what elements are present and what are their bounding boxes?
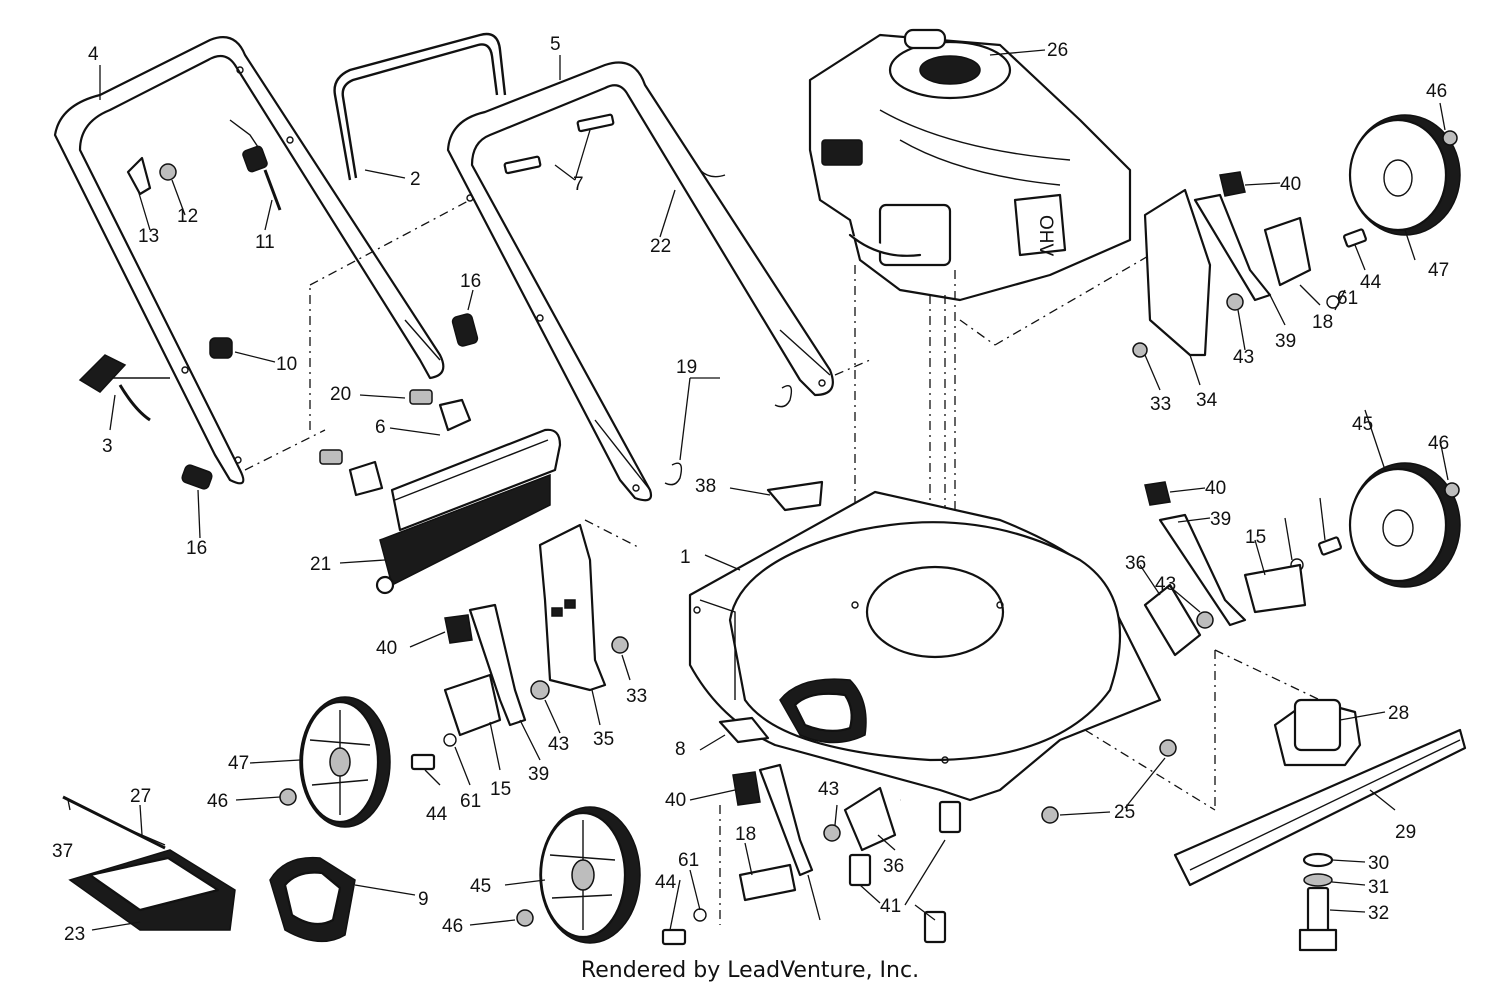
part-label: 13: [138, 226, 159, 247]
part-label: 30: [1368, 853, 1389, 874]
part-label: 5: [550, 34, 561, 55]
part-label: 41: [880, 896, 901, 917]
part-label: 61: [678, 850, 699, 871]
part-label: 9: [418, 889, 429, 910]
part-label: 16: [460, 271, 481, 292]
part-label: 47: [228, 753, 249, 774]
handle-knobs: [78, 313, 479, 490]
part-label: 35: [593, 729, 614, 750]
part-label: 28: [1388, 703, 1409, 724]
wheels: [299, 114, 1461, 944]
control-bail: [333, 32, 507, 181]
part-label: 23: [64, 924, 85, 945]
part-label: 39: [1275, 331, 1296, 352]
part-label: 25: [1114, 802, 1135, 823]
part-label: 45: [1352, 414, 1373, 435]
part-label: 43: [1233, 347, 1254, 368]
part-label: 61: [460, 791, 481, 812]
part-label: 2: [410, 169, 421, 190]
part-label: 26: [1047, 40, 1068, 61]
part-label: 33: [1150, 394, 1171, 415]
blade-assembly: [1173, 698, 1467, 952]
part-label: 6: [375, 417, 386, 438]
upper-handle: [53, 36, 445, 485]
part-label: 40: [1280, 174, 1301, 195]
lower-handle: [446, 61, 834, 502]
part-label: 1: [680, 547, 691, 568]
part-label: 22: [650, 236, 671, 257]
nuts-washers: [279, 130, 1460, 946]
leader-lines: [67, 49, 1449, 931]
part-label: 44: [1360, 272, 1382, 293]
part-label: 16: [186, 538, 207, 559]
part-label: 4: [88, 44, 99, 65]
part-label: 46: [442, 916, 463, 937]
part-label: 8: [675, 739, 686, 760]
part-label: 19: [676, 357, 697, 378]
part-label: 12: [177, 206, 198, 227]
part-label: 40: [1205, 478, 1226, 499]
mower-deck: [688, 490, 1162, 802]
part-label: 21: [310, 554, 331, 575]
part-label: 43: [1155, 574, 1176, 595]
part-label: 3: [102, 436, 113, 457]
rear-door: [319, 389, 562, 595]
part-label: 7: [573, 174, 584, 195]
part-label: 32: [1368, 903, 1389, 924]
part-label: 46: [207, 791, 228, 812]
part-label: 20: [330, 384, 351, 405]
left-axle-bracket: [443, 523, 629, 737]
part-label: 43: [818, 779, 839, 800]
part-label: 34: [1196, 390, 1218, 411]
deck-tabs: [718, 480, 824, 744]
part-label: 18: [1312, 312, 1333, 333]
part-label: 46: [1428, 433, 1449, 454]
part-label: 37: [52, 841, 73, 862]
part-label: 27: [130, 786, 151, 807]
mulch-plug: [269, 856, 356, 943]
part-label: 46: [1426, 81, 1447, 102]
part-label: 31: [1368, 877, 1389, 898]
part-label: 33: [626, 686, 647, 707]
part-label: 15: [1245, 527, 1266, 548]
part-label: 38: [695, 476, 716, 497]
part-label: 15: [490, 779, 511, 800]
part-label: 11: [255, 232, 275, 253]
rear-chute: [62, 795, 236, 931]
part-label: 40: [376, 638, 397, 659]
footer-credit: Rendered by LeadVenture, Inc.: [580, 958, 920, 983]
part-label: 47: [1428, 260, 1449, 281]
engine: OHV: [808, 28, 1132, 302]
part-label: 18: [735, 824, 756, 845]
cable-clip: [126, 156, 177, 196]
part-label: 43: [548, 734, 569, 755]
part-label: 61: [1337, 288, 1358, 309]
part-label: 40: [665, 790, 686, 811]
part-label: 10: [276, 354, 297, 375]
part-number-labels: 1 2 3 4 5 6 7 8 9 10 11 12 13 15 15 16 1…: [52, 34, 1449, 945]
part-label: 36: [1125, 553, 1146, 574]
part-label: 45: [470, 876, 491, 897]
right-axle-brackets: [444, 171, 1312, 902]
handle-bolts: [503, 113, 615, 175]
cable-spring: [229, 119, 282, 211]
part-label: 29: [1395, 822, 1416, 843]
hairpin-clips: [664, 385, 793, 486]
part-label: 39: [528, 764, 549, 785]
svg-text:OHV: OHV: [1035, 215, 1056, 257]
part-label: 44: [426, 804, 448, 825]
part-label: 44: [655, 872, 677, 893]
part-label: 36: [883, 856, 904, 877]
part-label: 39: [1210, 509, 1231, 530]
